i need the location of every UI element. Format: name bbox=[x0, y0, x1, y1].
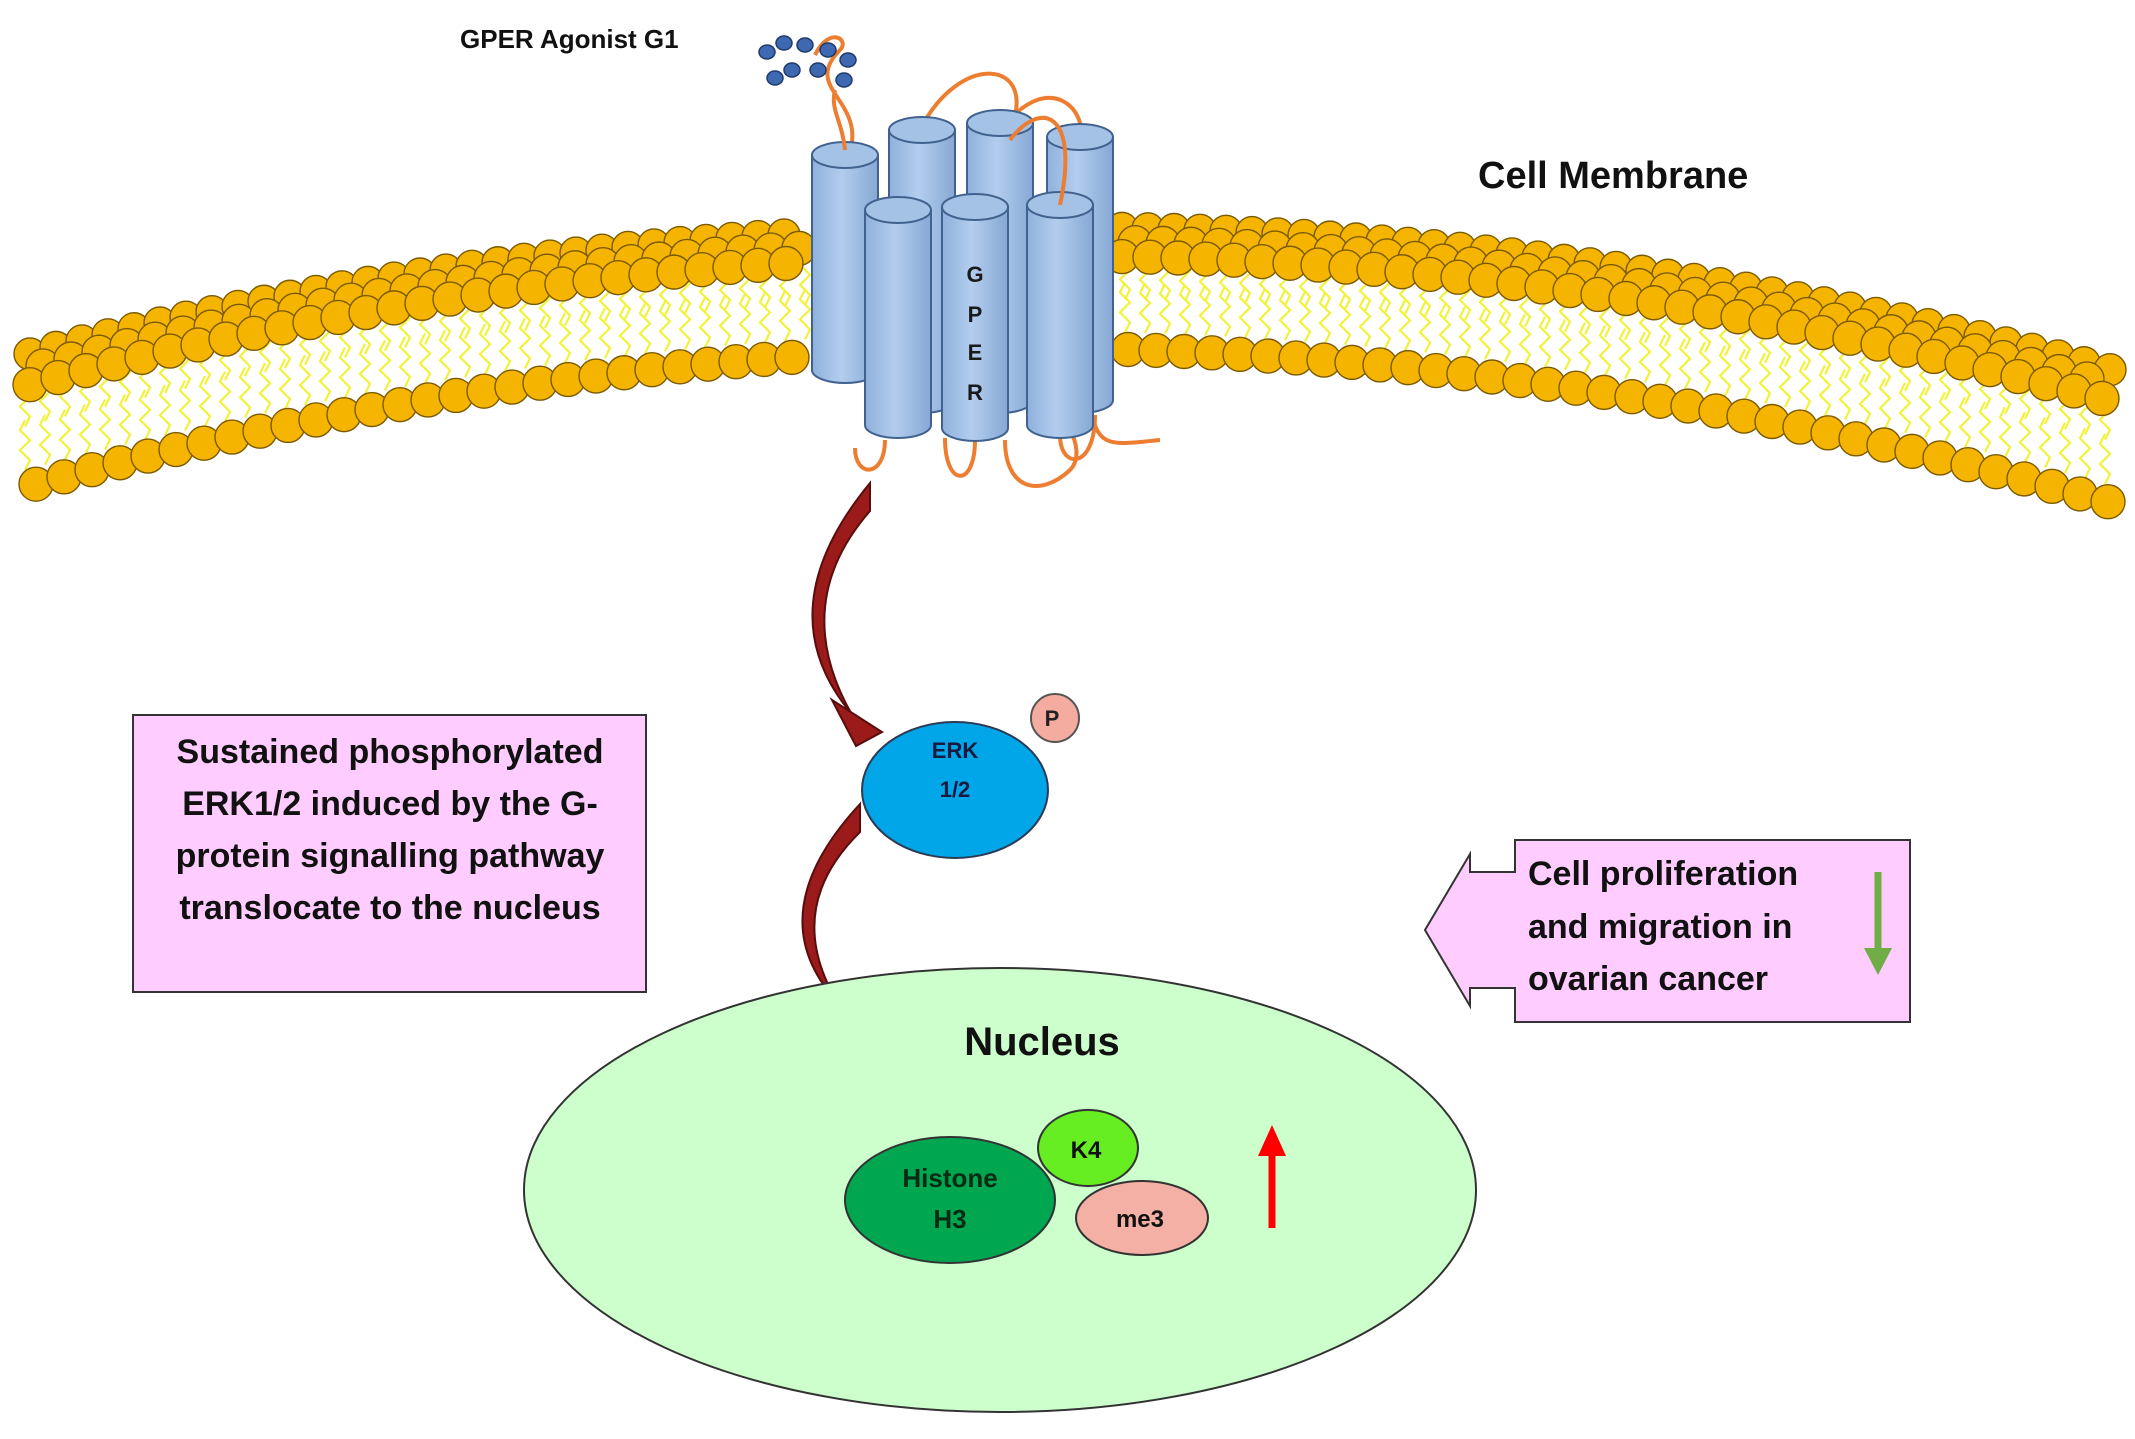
arrow1-head bbox=[829, 697, 884, 748]
ligand-dot bbox=[775, 35, 793, 51]
histone-h3-node bbox=[844, 1136, 1056, 1264]
receptor-letter-p: P bbox=[968, 302, 983, 327]
helix-front-2-top bbox=[864, 196, 932, 224]
ligand-dot bbox=[766, 70, 784, 86]
left-info-line3: protein signalling pathway bbox=[176, 837, 605, 875]
signal-arrow-receptor-to-erk bbox=[811, 480, 884, 748]
front-loop-2 bbox=[831, 89, 847, 151]
ligand-dot bbox=[819, 42, 837, 58]
histone-label-line1: Histone bbox=[902, 1163, 997, 1193]
arrow1-shaft bbox=[811, 480, 871, 729]
k4-node bbox=[1037, 1109, 1139, 1187]
erk-node bbox=[861, 721, 1049, 859]
nucleus-label: Nucleus bbox=[964, 1020, 1120, 1064]
receptor-letter-e: E bbox=[968, 340, 983, 365]
agonist-label: GPER Agonist G1 bbox=[460, 24, 679, 54]
erk-label-line1: ERK bbox=[932, 738, 979, 763]
gper-receptor bbox=[811, 89, 1114, 442]
gper-receptor-front-loops bbox=[831, 89, 1068, 206]
k4-label: K4 bbox=[1071, 1137, 1102, 1164]
left-info-line4: translocate to the nucleus bbox=[179, 889, 600, 927]
left-info-line1: Sustained phosphorylated bbox=[177, 733, 604, 771]
decrease-arrow-icon bbox=[1864, 872, 1892, 975]
helix-front-4 bbox=[1026, 191, 1094, 439]
receptor-letter-r: R bbox=[967, 380, 983, 405]
me3-node bbox=[1075, 1180, 1209, 1256]
histone-label-line2: H3 bbox=[933, 1204, 966, 1234]
lipid-head bbox=[774, 339, 810, 376]
left-info-box bbox=[132, 714, 647, 993]
right-callout-line1: Cell proliferation bbox=[1528, 855, 1798, 893]
increase-arrow-icon bbox=[1258, 1125, 1286, 1228]
ligand-dot bbox=[796, 37, 814, 53]
right-callout-line3: ovarian cancer bbox=[1528, 960, 1768, 998]
receptor-letter-g: G bbox=[966, 262, 983, 287]
right-callout-line2: and migration in bbox=[1528, 908, 1792, 946]
helix-front-1 bbox=[811, 141, 879, 384]
membrane-label: Cell Membrane bbox=[1478, 155, 1748, 197]
right-callout-text: Cell proliferation and migration in ovar… bbox=[1528, 855, 1798, 998]
lipid-head bbox=[2090, 483, 2126, 520]
erk-label-line2: 1/2 bbox=[940, 777, 971, 802]
helix-front-4-body bbox=[1026, 204, 1094, 439]
ligand-dot bbox=[783, 62, 801, 78]
left-info-line2: ERK1/2 induced by the G- bbox=[182, 785, 598, 823]
left-info-text: Sustained phosphorylated ERK1/2 induced … bbox=[176, 733, 605, 927]
phosphate-label: P bbox=[1045, 706, 1060, 731]
front-loop-1 bbox=[1008, 115, 1068, 206]
helix-front-3-body bbox=[941, 206, 1009, 442]
gper-label: G P E R bbox=[966, 262, 983, 405]
ligand-dot bbox=[835, 72, 853, 88]
ligand-dot bbox=[839, 52, 857, 68]
me3-label: me3 bbox=[1116, 1206, 1164, 1233]
ligand-molecules bbox=[758, 35, 857, 88]
helix-front-3-top bbox=[941, 193, 1009, 221]
ligand-dot bbox=[758, 44, 776, 60]
helix-front-2-body bbox=[864, 209, 932, 439]
helix-back-2-top bbox=[888, 116, 956, 144]
helix-front-3 bbox=[941, 193, 1009, 442]
lipid-head bbox=[768, 245, 804, 282]
helix-front-2 bbox=[864, 196, 932, 439]
phosphate-node bbox=[1030, 693, 1080, 743]
right-callout-box bbox=[1423, 839, 1911, 1023]
ligand-dot bbox=[809, 62, 827, 78]
lipid-bilayer-heads bbox=[12, 211, 2127, 520]
helix-back-3-top bbox=[966, 109, 1034, 137]
lipid-head bbox=[2084, 380, 2120, 417]
